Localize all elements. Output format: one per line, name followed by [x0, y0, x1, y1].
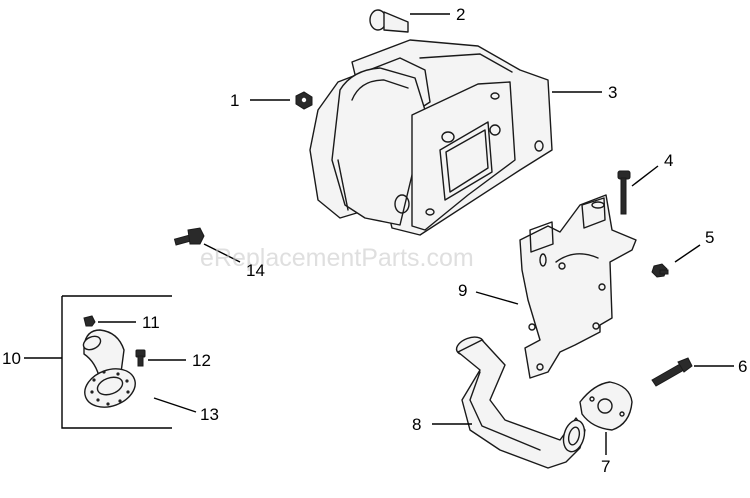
callout-12: 12: [192, 351, 211, 370]
callout-9: 9: [458, 281, 467, 300]
bolt: [651, 357, 693, 387]
callout-7: 7: [601, 457, 610, 476]
callout-3: 3: [608, 83, 617, 102]
callout-5: 5: [705, 228, 714, 247]
bolt: [173, 227, 205, 246]
elbow-kit: [61, 295, 172, 429]
callout-6: 6: [738, 357, 747, 376]
exhaust-pipe: [455, 336, 586, 469]
callout-13: 13: [200, 405, 219, 424]
callout-14: 14: [246, 261, 265, 280]
callout-8: 8: [412, 415, 421, 434]
muffler-bracket: [519, 194, 637, 379]
callout-numbers: 1 2 3 4 5 6 7 8 9 10 11 12 13 14: [2, 5, 747, 476]
callout-2: 2: [456, 5, 465, 24]
exhaust-deflector: [369, 9, 409, 33]
callout-4: 4: [664, 151, 673, 170]
callout-10: 10: [2, 349, 21, 368]
leader-lines: [24, 13, 734, 455]
muffler: [309, 39, 553, 236]
hex-nut: [295, 91, 313, 110]
bolt: [651, 263, 669, 278]
screw: [617, 170, 631, 215]
callout-11: 11: [142, 313, 160, 332]
gasket: [579, 381, 633, 431]
callout-1: 1: [230, 91, 239, 110]
watermark: eReplacementParts.com: [200, 244, 474, 272]
